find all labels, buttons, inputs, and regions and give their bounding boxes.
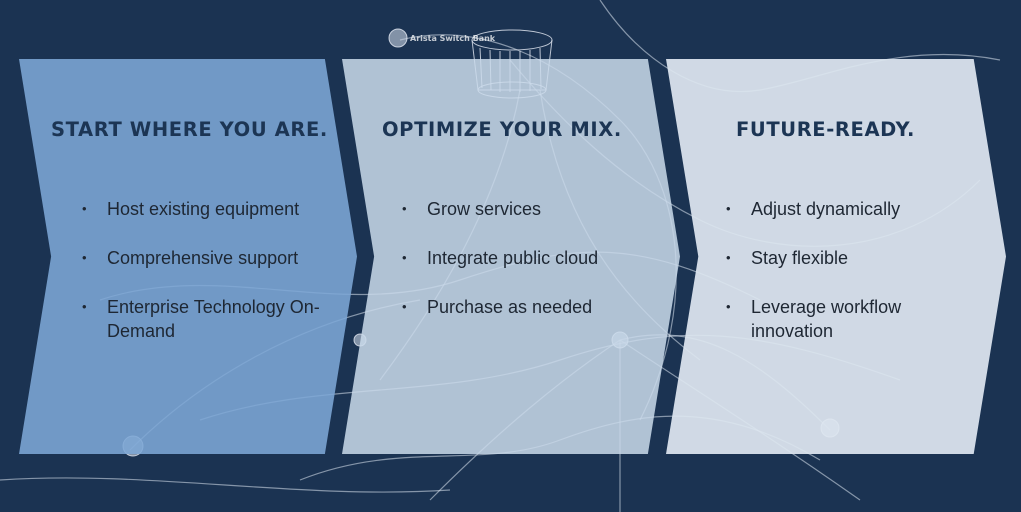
bullet-item: Enterprise Technology On-Demand xyxy=(82,295,327,343)
step-2-bullet-list: Grow services Integrate public cloud Pur… xyxy=(402,197,647,344)
bullet-item: Stay flexible xyxy=(726,246,971,270)
step-2-heading: OPTIMIZE YOUR MIX. xyxy=(382,118,622,141)
bullet-item: Comprehensive support xyxy=(82,246,327,270)
bullet-item: Leverage workflow innovation xyxy=(726,295,971,343)
step-3-heading: FUTURE-READY. xyxy=(736,118,916,141)
bullet-item: Adjust dynamically xyxy=(726,197,971,221)
background-node-label: Arista Switch Bank xyxy=(410,34,496,43)
step-1-heading: START WHERE YOU ARE. xyxy=(51,118,328,141)
bullet-item: Grow services xyxy=(402,197,647,221)
step-1-bullet-list: Host existing equipment Comprehensive su… xyxy=(82,197,327,368)
step-3-bullet-list: Adjust dynamically Stay flexible Leverag… xyxy=(726,197,971,368)
bullet-item: Host existing equipment xyxy=(82,197,327,221)
bullet-item: Purchase as needed xyxy=(402,295,647,319)
bullet-item: Integrate public cloud xyxy=(402,246,647,270)
